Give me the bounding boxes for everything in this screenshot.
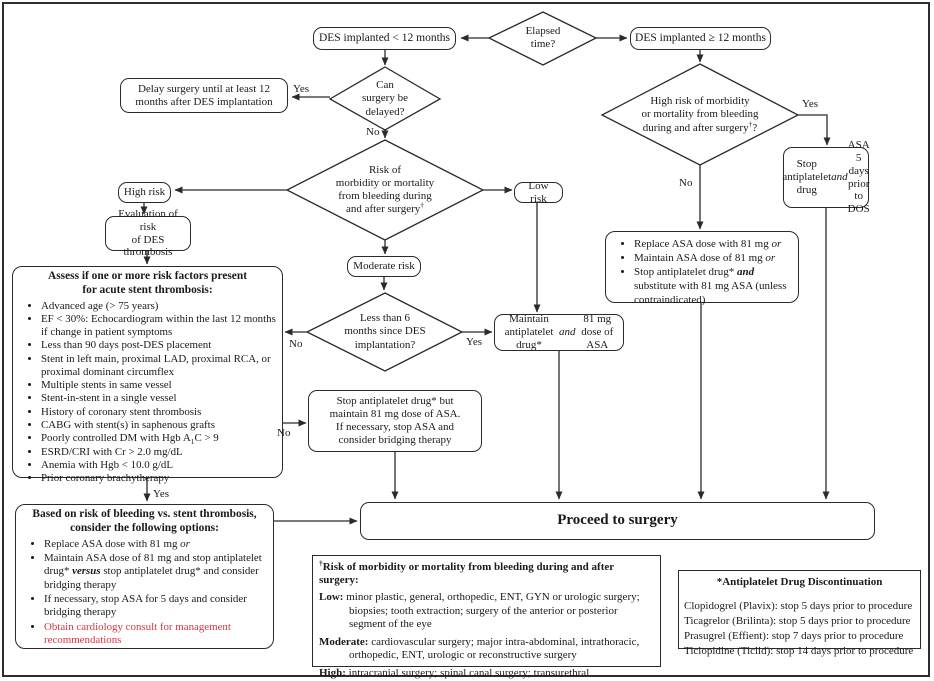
node-des-implanted-lt12: DES implanted < 12 months <box>313 27 456 50</box>
label-no-risk-factors: No <box>277 427 291 439</box>
risk-factor-item: EF < 30%: Echocardiogram within the last… <box>41 313 276 339</box>
drug-line: Prasugrel (Effient): stop 7 days prior t… <box>684 629 904 642</box>
risk-level-low: Low: minor plastic, general, orthopedic,… <box>319 591 640 630</box>
node-moderate-risk: Moderate risk <box>347 256 421 277</box>
antiplatelet-note-title: *Antiplatelet Drug Discontinuation <box>716 576 883 588</box>
risk-factor-item: Prior coronary brachytherapy <box>41 472 276 485</box>
bleeding-vs-thrombosis-title: Based on risk of bleeding vs. stent thro… <box>32 508 257 534</box>
risk-level-moderate: Moderate: cardiovascular surgery; major … <box>319 635 640 662</box>
bleeding-risk-footnote-title: †Risk of morbidity or mortality from ble… <box>319 558 614 587</box>
label-yes-risk-factors: Yes <box>153 488 170 500</box>
risk-factor-item: Stent in left main, proximal LAD, proxim… <box>41 353 276 379</box>
node-maintain-antiplatelet: Maintain antiplatelet drug*and 81 mg dos… <box>494 313 624 351</box>
label-yes-high-bleed: Yes <box>802 98 819 110</box>
bleeding-risk-diamond <box>285 139 485 241</box>
assess-title: Assess if one or more risk factors prese… <box>48 270 247 296</box>
drug-line: Clopidogrel (Plavix): stop 5 days prior … <box>684 600 913 613</box>
risk-factor-item: Anemia with Hgb < 10.0 g/dL <box>41 459 276 472</box>
node-high-risk: High risk <box>118 182 171 203</box>
assess-risk-factors-box: Assess if one or more risk factors prese… <box>12 266 283 484</box>
antiplatelet-note-lines: Clopidogrel (Plavix): stop 5 days prior … <box>684 599 915 658</box>
elapsed-time-diamond <box>487 11 598 66</box>
risk-factor-list: Advanced age (> 75 years) EF < 30%: Echo… <box>19 300 276 486</box>
node-des-implanted-ge12: DES implanted ≥ 12 months <box>630 27 771 50</box>
options-right-list: Replace ASA dose with 81 mg or Maintain … <box>612 238 792 307</box>
label-no-high-bleed: No <box>679 177 693 189</box>
consider-option-item: Replace ASA dose with 81 mg or <box>44 538 267 551</box>
bleeding-vs-thrombosis-list: Replace ASA dose with 81 mg or Maintain … <box>22 538 267 647</box>
label-no-delay: No <box>366 126 380 138</box>
option-item: Stop antiplatelet drug* and substitute w… <box>634 266 792 307</box>
label-no-lt6: No <box>289 338 303 350</box>
risk-factor-item: Multiple stents in same vessel <box>41 379 276 392</box>
risk-factor-item: Stent-in-stent in a single vessel <box>41 392 276 405</box>
antiplatelet-discontinuation-note: *Antiplatelet Drug Discontinuation Clopi… <box>678 570 921 657</box>
risk-factor-item: History of coronary stent thrombosis <box>41 406 276 419</box>
options-box-right: Replace ASA dose with 81 mg or Maintain … <box>605 231 799 306</box>
node-proceed-to-surgery: Proceed to surgery <box>360 502 875 540</box>
consider-option-item-cardiology: Obtain cardiology consult for management… <box>44 621 267 648</box>
risk-level-high: High: intracranial surgery; spinal canal… <box>319 667 590 681</box>
option-item: Replace ASA dose with 81 mg or <box>634 238 792 252</box>
drug-line: Ticagrelor (Brilinta): stop 5 days prior… <box>684 615 911 628</box>
high-bleeding-risk-diamond <box>600 63 800 166</box>
node-low-risk: Low risk <box>514 180 563 205</box>
risk-factor-item: Poorly controlled DM with Hgb A1C > 9 <box>41 432 276 445</box>
consider-option-item: If necessary, stop ASA for 5 days and co… <box>44 593 267 620</box>
bleeding-risk-footnote: †Risk of morbidity or mortality from ble… <box>312 555 661 681</box>
risk-factor-item: ESRD/CRI with Cr > 2.0 mg/dL <box>41 446 276 459</box>
cardiology-consult-text: Obtain cardiology consult for management… <box>44 620 231 646</box>
drug-line: Ticlopidine (Ticlid): stop 14 days prior… <box>684 644 914 657</box>
lt6-months-diamond <box>305 292 464 372</box>
option-item: Maintain ASA dose of 81 mg or <box>634 252 792 266</box>
risk-factor-item: CABG with stent(s) in saphenous grafts <box>41 419 276 432</box>
risk-factor-item: Advanced age (> 75 years) <box>41 300 276 313</box>
bleeding-vs-thrombosis-box: Based on risk of bleeding vs. stent thro… <box>15 504 274 649</box>
label-yes-delay: Yes <box>293 83 310 95</box>
risk-factor-item: Less than 90 days post-DES placement <box>41 339 276 352</box>
can-surgery-be-delayed-diamond <box>328 66 442 131</box>
consider-option-item: Maintain ASA dose of 81 mg and stop anti… <box>44 552 267 592</box>
label-yes-lt6: Yes <box>466 336 483 348</box>
